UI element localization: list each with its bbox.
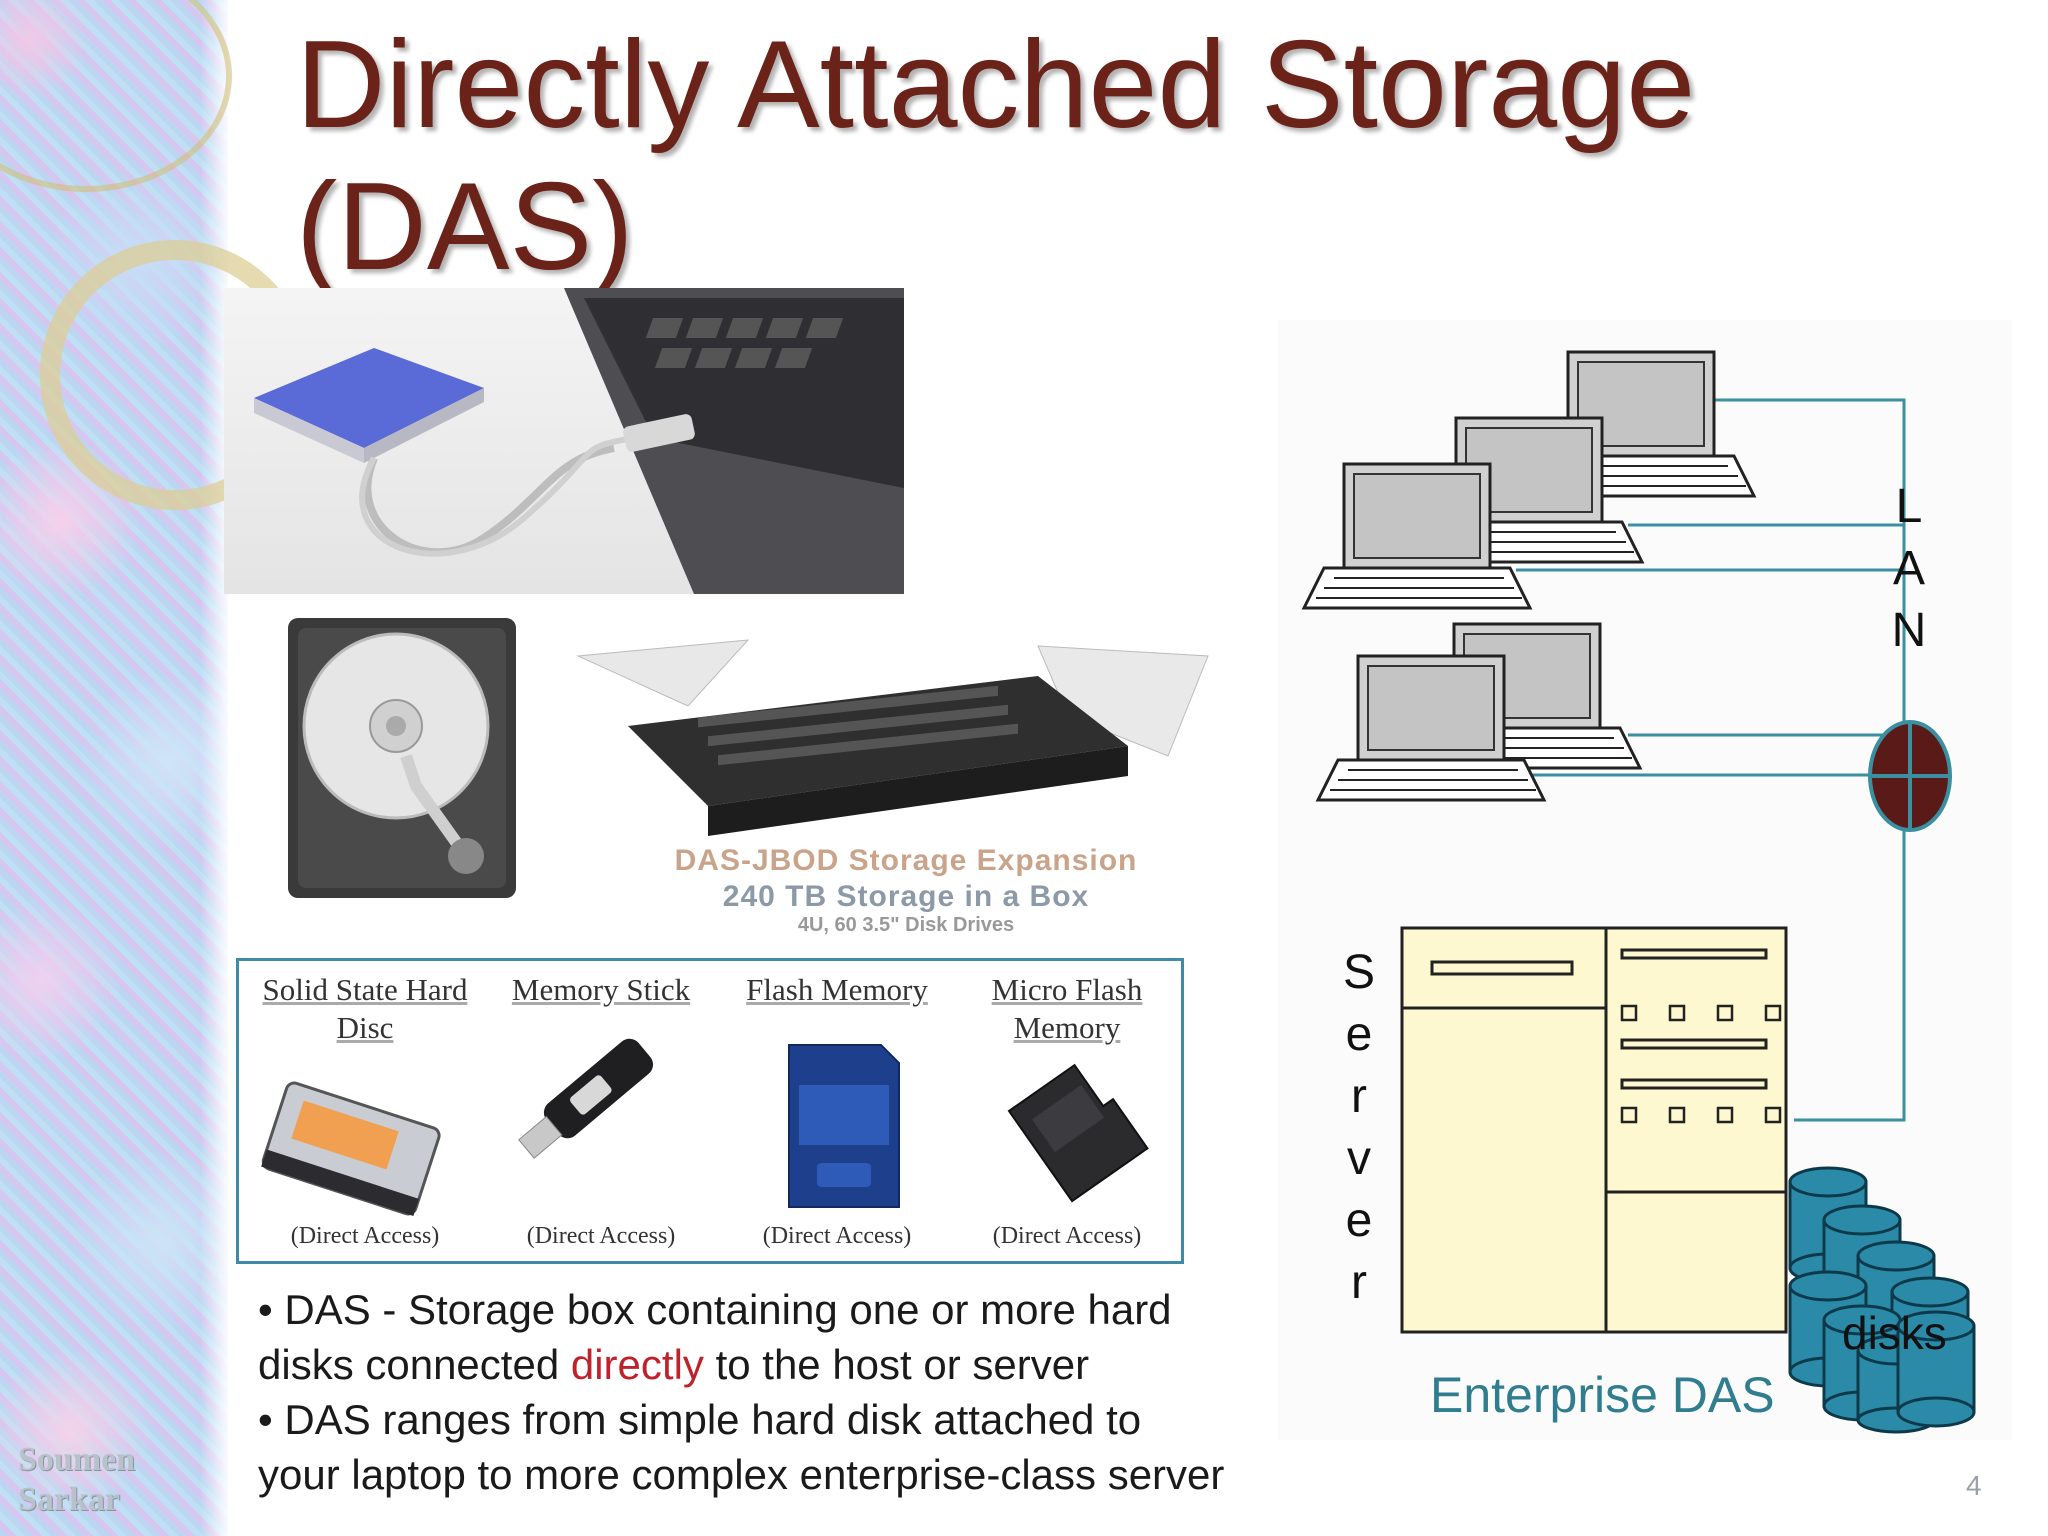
external-drive-laptop-photo — [224, 288, 904, 594]
author-line-1: Soumen — [18, 1441, 136, 1478]
device-name: Micro Flash Memory — [991, 972, 1143, 1045]
enterprise-das-diagram: L A N S e r v e r disks Enterprise DAS — [1278, 320, 2012, 1440]
hard-disk-photo — [286, 616, 518, 900]
bullet-1-text-a: disks connected — [258, 1341, 571, 1388]
sidebar-decoration — [0, 0, 228, 1536]
lan-letter: N — [1891, 604, 1927, 657]
title-line-1: Directly Attached Storage — [296, 16, 1696, 154]
jbod-illustration — [576, 639, 1209, 836]
highlight-directly: directly — [570, 1341, 704, 1388]
lan-label: L A N — [1884, 476, 1934, 662]
server-letter: v — [1347, 1132, 1371, 1185]
laptop-icon — [1315, 654, 1547, 802]
sidebar-fade — [200, 0, 228, 1536]
decorative-ring-top — [0, 0, 232, 192]
bullet-2-line-1: • DAS ranges from simple hard disk attac… — [258, 1396, 1142, 1443]
disk-stack-icon — [1788, 1166, 1976, 1434]
jbod-caption-line-3: 4U, 60 3.5" Disk Drives — [797, 914, 1015, 936]
usb-stick-icon — [518, 1038, 654, 1159]
server-letter: e — [1345, 1008, 1373, 1061]
microsd-card-icon — [1007, 1063, 1149, 1203]
laptop-icon — [1301, 462, 1533, 610]
enterprise-das-caption: Enterprise DAS — [1430, 1367, 1775, 1423]
author-line-2: Sarkar — [18, 1481, 120, 1518]
slide-title: Directly Attached Storage (DAS) — [296, 14, 1796, 298]
ssd-card-icon — [261, 1081, 441, 1217]
bullet-1-line-2: disks connected directly to the host or … — [258, 1337, 1348, 1392]
device-flash-memory: Flash Memory — [727, 971, 947, 1009]
device-name: Solid State Hard Disc — [262, 972, 468, 1045]
server-letter: S — [1342, 946, 1375, 999]
jbod-enclosure-photo: DAS-JBOD Storage Expansion 240 TB Storag… — [568, 636, 1244, 936]
bullet-list: • DAS - Storage box containing one or mo… — [258, 1282, 1348, 1502]
bullet-1-line-1: • DAS - Storage box containing one or mo… — [258, 1286, 1172, 1333]
server-label: S e r v e r — [1334, 942, 1384, 1314]
author-name: Soumen Sarkar — [18, 1440, 135, 1520]
storage-devices-panel: Solid State Hard Disc Memory Stick Flash… — [236, 958, 1184, 1264]
device-note-micro-flash: (Direct Access) — [992, 1223, 1142, 1249]
jbod-caption-line-1: DAS-JBOD Storage Expansion — [674, 844, 1138, 877]
router-icon — [1868, 720, 1952, 832]
jbod-caption-line-2: 240 TB Storage in a Box — [722, 880, 1090, 913]
lan-letter: L — [1895, 480, 1923, 533]
slide-number: 4 — [1966, 1470, 1982, 1501]
device-memory-stick: Memory Stick — [491, 971, 711, 1009]
server-letter: r — [1351, 1256, 1367, 1309]
device-note-ssd: (Direct Access) — [290, 1223, 440, 1249]
device-micro-flash: Micro Flash Memory — [957, 971, 1177, 1047]
hard-disk-illustration — [288, 618, 516, 898]
server-cabinet-icon — [1400, 926, 1788, 1334]
device-name: Flash Memory — [746, 972, 928, 1007]
device-illustrations — [261, 1038, 1149, 1217]
sd-card-icon — [788, 1044, 900, 1208]
disks-label: disks — [1842, 1307, 1947, 1359]
lan-letter: A — [1892, 542, 1925, 595]
server-letter: r — [1351, 1070, 1367, 1123]
device-ssd: Solid State Hard Disc — [255, 971, 475, 1047]
bullet-2-line-2: your laptop to more complex enterprise-c… — [258, 1451, 1225, 1498]
external-drive-illustration — [254, 288, 904, 594]
device-note-memory-stick: (Direct Access) — [526, 1223, 676, 1249]
device-note-flash: (Direct Access) — [762, 1223, 912, 1249]
device-name: Memory Stick — [511, 972, 691, 1007]
network-diagram — [1301, 350, 1976, 1434]
bullet-1-text-b: to the host or server — [703, 1341, 1090, 1388]
server-letter: e — [1345, 1194, 1373, 1247]
title-line-2: (DAS) — [296, 158, 634, 296]
